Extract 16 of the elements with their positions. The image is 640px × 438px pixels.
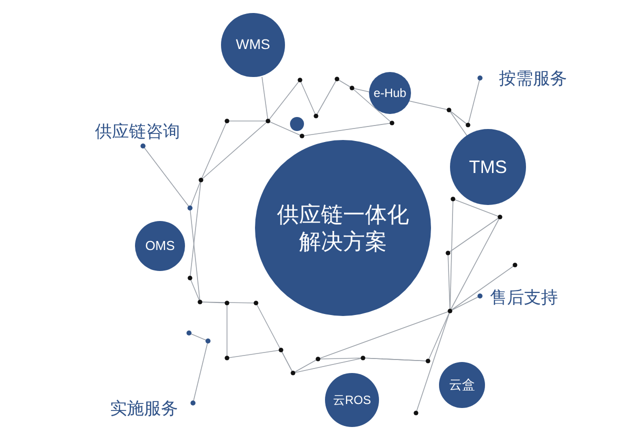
circle-label: WMS: [234, 36, 272, 54]
service-label: 按需服务: [499, 68, 567, 90]
circle-label: OMS: [144, 238, 176, 254]
service-label: 售后支持: [490, 287, 558, 309]
solution-circle: [135, 221, 185, 271]
service-label: 实施服务: [110, 398, 178, 420]
circle-label: TMS: [468, 156, 508, 178]
circle-label: e-Hub: [372, 86, 408, 100]
circle-label: 供应链一体化解决方案: [276, 200, 410, 256]
solution-circle: [450, 129, 526, 205]
circle-label: 云盒: [448, 376, 476, 394]
service-label: 供应链咨询: [95, 121, 180, 143]
solution-circle: [325, 373, 379, 427]
solution-circle: [439, 362, 485, 408]
circle-label: 云ROS: [332, 392, 372, 408]
solution-circle: [369, 72, 411, 114]
